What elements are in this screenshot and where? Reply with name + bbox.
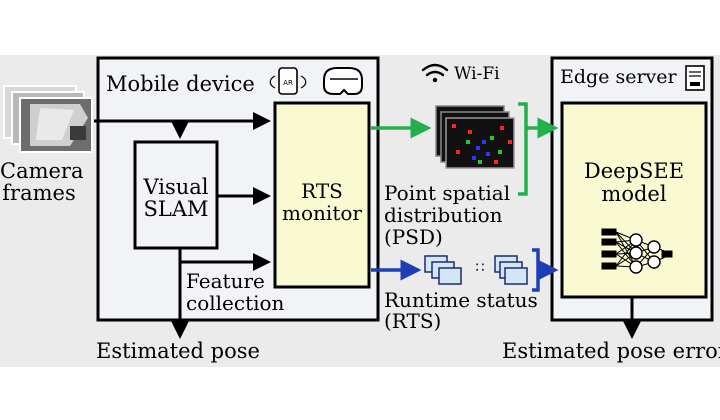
psd-point	[472, 156, 476, 160]
visual-slam-label: Visual SLAM	[135, 176, 217, 220]
ar-phone-icon: AR	[269, 67, 307, 95]
rts-status-label: Runtime status (RTS)	[384, 290, 538, 332]
rts-status-icon: ∷	[424, 255, 528, 285]
estimated-pose-label: Estimated pose	[96, 339, 260, 363]
deepsee-line2: model	[601, 182, 667, 206]
psd-point-cloud-icon	[435, 105, 515, 169]
svg-text:∷: ∷	[476, 260, 485, 276]
wifi-label: Wi-Fi	[454, 64, 500, 84]
psd-point	[466, 140, 470, 144]
rts-status-line2: (RTS)	[384, 309, 442, 333]
camera-frames-label: Camera frames	[0, 159, 84, 205]
rts-monitor-label: RTS monitor	[275, 180, 369, 224]
edge-server-title: Edge server	[560, 66, 677, 88]
psd-point	[500, 126, 504, 130]
feature-line2: collection	[186, 291, 285, 315]
camera-frames-icon	[3, 85, 93, 153]
psd-point	[482, 140, 486, 144]
camera-label-line1: Camera	[0, 159, 84, 183]
mobile-device-title: Mobile device	[106, 72, 255, 96]
black-arrows	[94, 112, 641, 339]
psd-point	[476, 146, 480, 150]
feature-line1: Feature	[186, 269, 265, 293]
deepsee-line1: DeepSEE	[583, 159, 685, 183]
psd-point	[478, 160, 482, 164]
psd-point	[498, 150, 502, 154]
svg-text:AR: AR	[283, 79, 293, 87]
deepsee-model-label: DeepSEE model	[562, 160, 706, 206]
feature-collection-label: Feature collection	[186, 270, 284, 314]
vr-headset-icon	[323, 67, 363, 95]
psd-line2: distribution	[384, 203, 503, 227]
server-icon	[685, 65, 705, 91]
estimated-pose-error-label: Estimated pose error	[502, 339, 720, 363]
psd-point	[494, 160, 498, 164]
slam-label-line1: Visual	[143, 175, 209, 199]
psd-point	[508, 140, 512, 144]
neural-network-icon	[601, 228, 673, 274]
rts-monitor-line2: monitor	[282, 201, 362, 225]
rts-status-line1: Runtime status	[384, 288, 538, 312]
camera-label-line2: frames	[2, 181, 76, 205]
psd-point	[452, 124, 456, 128]
psd-point	[486, 152, 490, 156]
psd-line3: (PSD)	[384, 225, 443, 249]
psd-point	[490, 136, 494, 140]
rts-arrow	[371, 248, 559, 292]
slam-label-line2: SLAM	[143, 197, 209, 221]
psd-line1: Point spatial	[384, 181, 511, 205]
wifi-icon	[421, 63, 449, 83]
rts-monitor-box	[273, 101, 371, 289]
rts-monitor-line1: RTS	[301, 179, 343, 203]
psd-point	[468, 130, 472, 134]
psd-label: Point spatial distribution (PSD)	[384, 182, 510, 248]
psd-arrow	[371, 102, 559, 196]
psd-point	[456, 150, 460, 154]
